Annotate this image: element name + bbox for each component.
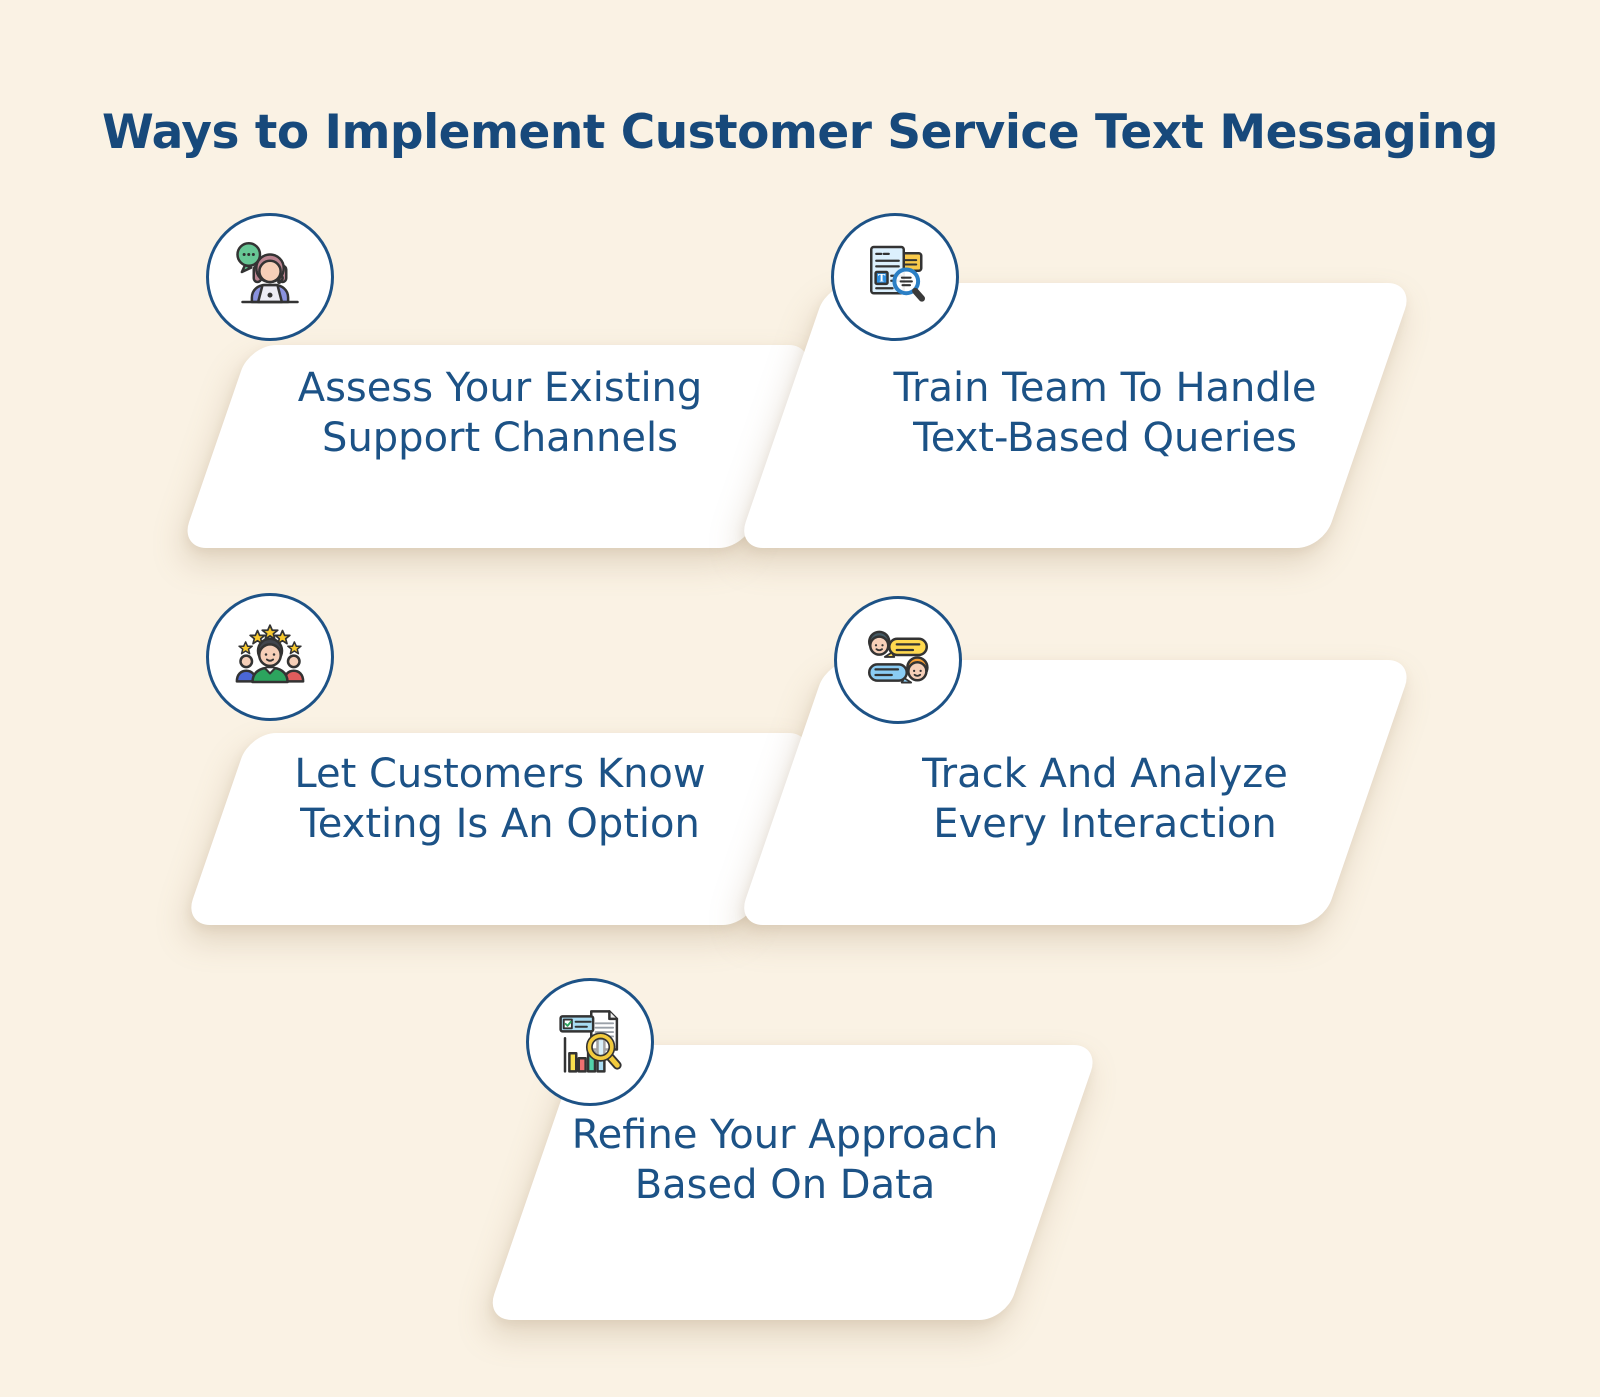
svg-text:T: T bbox=[878, 274, 886, 285]
card-title-line: Let Customers Know bbox=[294, 751, 706, 797]
card-title-text: Train Team To Handle Text-Based Queries bbox=[850, 363, 1360, 463]
card-title-line: Text-Based Queries bbox=[913, 415, 1297, 461]
icon-badge bbox=[206, 593, 334, 721]
customer-rating-icon bbox=[235, 624, 305, 684]
conversation-icon bbox=[868, 630, 929, 684]
card-title-line: Texting Is An Option bbox=[300, 801, 700, 847]
card-title-text: Track And Analyze Every Interaction bbox=[850, 749, 1360, 849]
card-title-line: Assess Your Existing bbox=[297, 365, 703, 411]
card-title-text: Assess Your Existing Support Channels bbox=[240, 363, 760, 463]
card-title-line: Train Team To Handle bbox=[893, 365, 1317, 411]
card-title-text: Refine Your Approach Based On Data bbox=[535, 1110, 1035, 1210]
chart-search-icon bbox=[559, 1010, 622, 1073]
page-title: Ways to Implement Customer Service Text … bbox=[101, 105, 1499, 161]
card-title-line: Support Channels bbox=[322, 415, 678, 461]
card-title-line: Based On Data bbox=[634, 1162, 936, 1208]
document-search-icon: T bbox=[870, 245, 925, 302]
card-title-line: Track And Analyze bbox=[922, 751, 1288, 797]
card-title-line: Refine Your Approach bbox=[571, 1112, 999, 1158]
icon-badge bbox=[834, 596, 962, 724]
card-title-text: Let Customers Know Texting Is An Option bbox=[240, 749, 760, 849]
card-title-line: Every Interaction bbox=[933, 801, 1277, 847]
icon-badge bbox=[526, 978, 654, 1106]
support-agent-icon bbox=[236, 242, 299, 304]
icon-badge bbox=[206, 213, 334, 341]
icon-badge: T bbox=[831, 213, 959, 341]
